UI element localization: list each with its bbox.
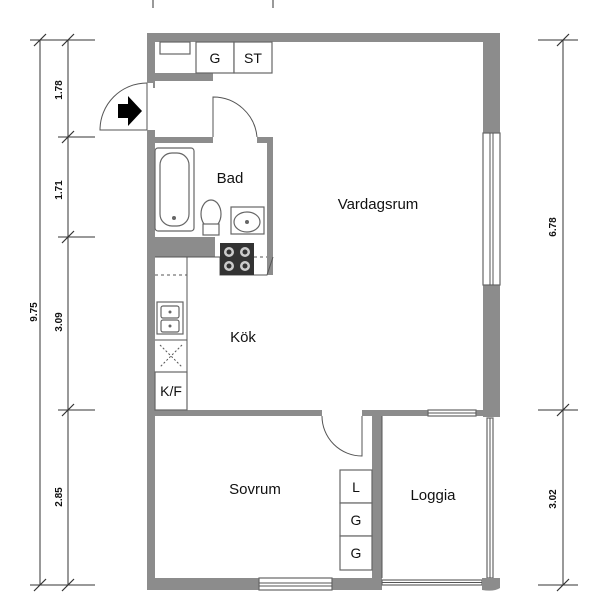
entrance-arrow-icon — [118, 96, 142, 126]
left-dimension-lines — [30, 33, 95, 592]
closet-label-g-1: G — [351, 512, 362, 528]
right-dimension-lines — [538, 33, 578, 592]
closet-label-g-2: G — [351, 545, 362, 561]
dim-left-2: 1.71 — [54, 180, 65, 200]
dim-left-3: 3.09 — [54, 312, 65, 332]
room-label-kok: Kök — [230, 329, 256, 346]
dim-right-upper: 6.78 — [548, 217, 559, 237]
room-label-loggia: Loggia — [410, 487, 456, 504]
room-label-bad: Bad — [217, 170, 244, 187]
closet-label-l: L — [352, 479, 360, 495]
walls — [147, 33, 500, 590]
closet-label-st-top: ST — [244, 50, 262, 66]
doors — [99, 82, 383, 578]
dim-total-left: 9.75 — [29, 302, 40, 322]
dim-left-4: 2.85 — [54, 487, 65, 507]
dim-left-1: 1.78 — [54, 80, 65, 100]
closet-label-kf: K/F — [160, 383, 182, 399]
closet-label-g-top: G — [210, 50, 221, 66]
bathroom-fixtures — [154, 147, 265, 236]
dim-right-lower: 3.02 — [548, 489, 559, 509]
stove-icon — [220, 243, 254, 275]
closets — [154, 41, 373, 571]
windows — [258, 132, 501, 591]
room-label-sovrum: Sovrum — [229, 481, 281, 498]
room-label-vardagsrum: Vardagsrum — [338, 196, 419, 213]
